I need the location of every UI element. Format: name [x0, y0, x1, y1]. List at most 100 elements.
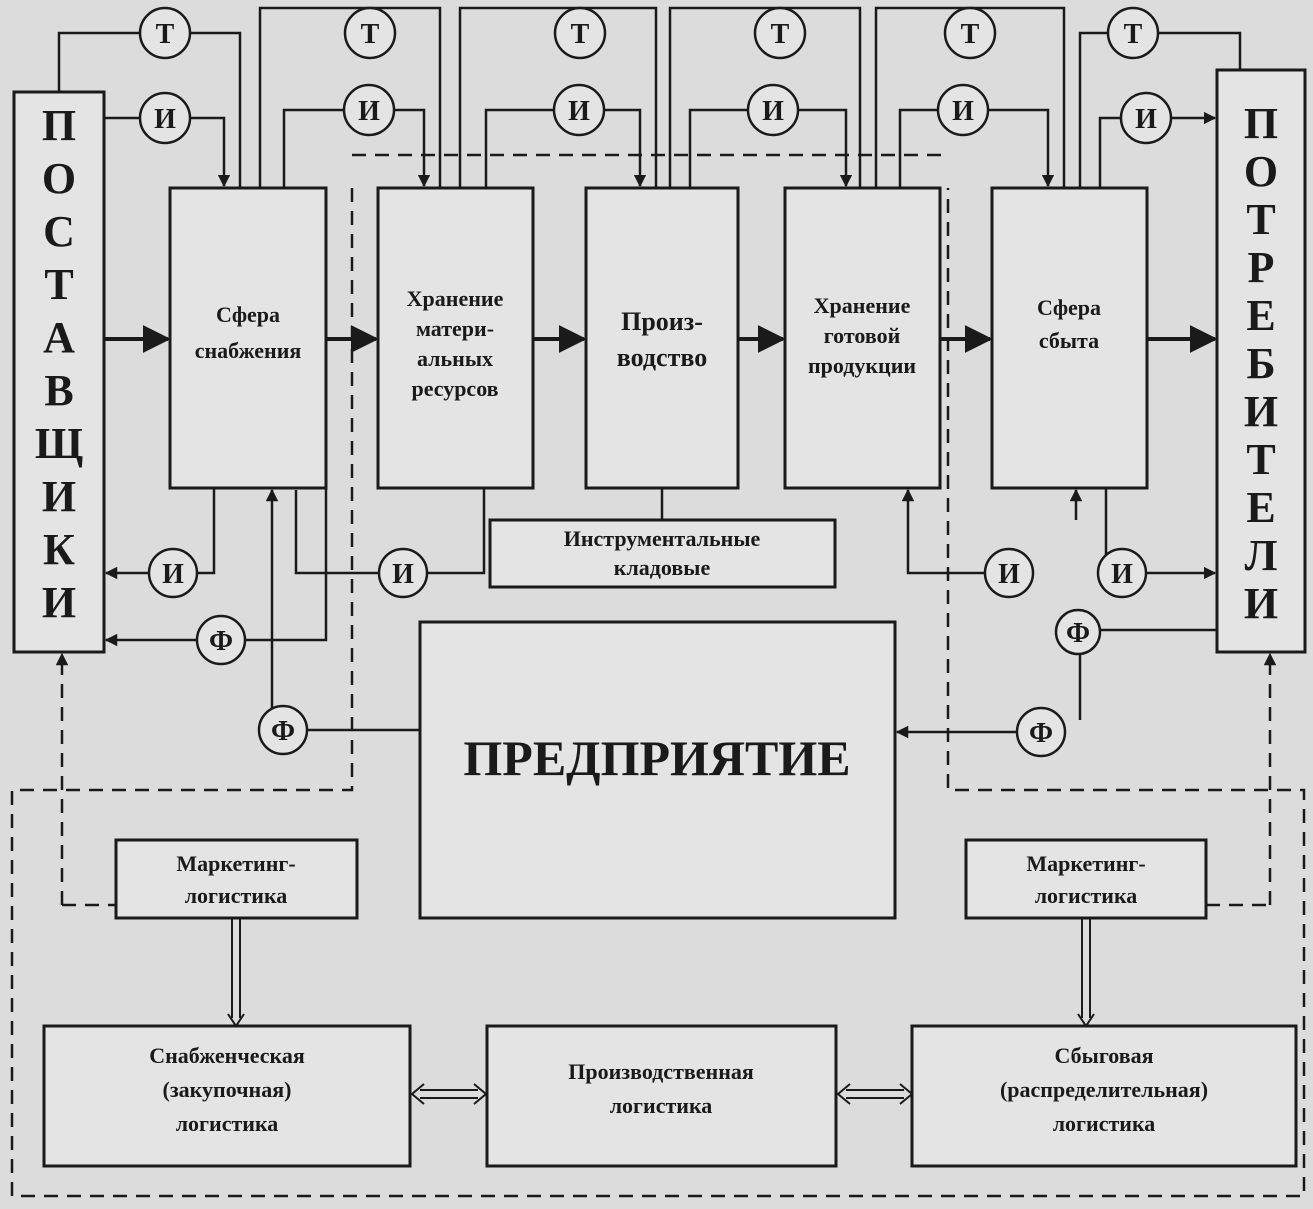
svg-text:И: И — [42, 578, 76, 627]
svg-text:Ф: Ф — [271, 716, 295, 747]
marketing-logistics-right-box — [964, 838, 1208, 920]
svg-text:И: И — [762, 96, 784, 127]
material-storage-label-1: Хранение — [407, 286, 504, 311]
svg-text:Ф: Ф — [1029, 718, 1053, 749]
svg-text:Т: Т — [1246, 435, 1275, 484]
svg-text:Т: Т — [1124, 19, 1143, 50]
svg-text:Т: Т — [571, 19, 590, 50]
material-storage-label-3: альных — [417, 346, 493, 371]
material-storage-box — [376, 186, 535, 490]
procurement-logistics-box — [42, 1024, 412, 1168]
svg-text:Щ: Щ — [35, 419, 83, 468]
material-storage-label-4: ресурсов — [411, 376, 498, 401]
svg-text:В: В — [44, 366, 73, 415]
svg-text:Т: Т — [1246, 195, 1275, 244]
svg-text:Ф: Ф — [1066, 618, 1090, 649]
distribution-logistics-label-2: (распределительная) — [1000, 1077, 1208, 1102]
consumers-label: П О Т Р Е Б И Т Е Л И — [1244, 99, 1278, 628]
supply-sphere-box — [168, 186, 328, 490]
production-label-2: водство — [617, 343, 707, 372]
suppliers-label: П О С Т А В Щ И К И — [35, 101, 83, 627]
finished-storage-label-1: Хранение — [814, 293, 911, 318]
svg-text:И: И — [1244, 387, 1278, 436]
svg-text:И: И — [154, 104, 176, 135]
svg-text:Т: Т — [771, 19, 790, 50]
marketing-logistics-left-label-2: логистика — [185, 883, 288, 908]
svg-text:И: И — [952, 96, 974, 127]
finished-storage-label-2: готовой — [824, 323, 901, 348]
information-node: И — [138, 91, 192, 145]
production-logistics-box — [485, 1024, 838, 1168]
svg-text:О: О — [42, 154, 76, 203]
production-box — [584, 186, 740, 490]
distribution-logistics-label-3: логистика — [1053, 1111, 1156, 1136]
svg-text:Р: Р — [1248, 243, 1275, 292]
svg-text:И: И — [1135, 104, 1157, 135]
tool-storage-label-2: кладовые — [614, 555, 711, 580]
enterprise-box — [418, 620, 897, 920]
svg-text:Т: Т — [156, 19, 175, 50]
procurement-logistics-label-3: логистика — [176, 1111, 279, 1136]
svg-text:А: А — [43, 313, 75, 362]
top-transport-connectors — [57, 6, 1242, 188]
distribution-logistics-box — [910, 1024, 1298, 1168]
svg-text:С: С — [43, 207, 75, 256]
svg-text:И: И — [358, 96, 380, 127]
svg-text:Б: Б — [1246, 339, 1275, 388]
sales-sphere-label-2: сбыта — [1039, 328, 1099, 353]
transport-node: Т — [553, 6, 607, 60]
marketing-logistics-right-label-2: логистика — [1035, 883, 1138, 908]
svg-text:Т: Т — [961, 19, 980, 50]
distribution-logistics-label-1: Сбыговая — [1054, 1043, 1153, 1068]
information-node: И — [552, 83, 606, 137]
transport-node: Т — [1106, 6, 1160, 60]
hollow-arrows — [227, 918, 1095, 1105]
supply-sphere-label-1: Сфера — [216, 302, 280, 327]
transport-node: Т — [138, 6, 192, 60]
tool-storage-label-1: Инструментальные — [564, 526, 761, 551]
information-node: И — [983, 547, 1035, 599]
procurement-logistics-label-2: (закупочная) — [163, 1077, 292, 1102]
production-label-1: Произ- — [621, 307, 703, 336]
svg-text:И: И — [568, 96, 590, 127]
material-storage-label-2: матери- — [416, 316, 494, 341]
finished-storage-label-3: продукции — [808, 353, 916, 378]
svg-text:Т: Т — [361, 19, 380, 50]
svg-text:Л: Л — [1245, 531, 1278, 580]
tool-storage-box — [488, 518, 837, 589]
svg-text:Ф: Ф — [209, 626, 233, 657]
dashed-connectors — [10, 153, 1306, 1198]
svg-text:И: И — [162, 559, 184, 590]
information-node: И — [1119, 91, 1173, 145]
supply-sphere-label-2: снабжения — [195, 338, 302, 363]
marketing-logistics-left-box — [114, 838, 359, 920]
svg-text:И: И — [1111, 559, 1133, 590]
consumers-box — [1215, 68, 1307, 654]
suppliers-box — [12, 90, 106, 654]
marketing-logistics-left-label-1: Маркетинг- — [176, 851, 295, 876]
finance-node: Ф — [195, 614, 247, 666]
information-node: И — [377, 547, 429, 599]
svg-text:К: К — [43, 525, 75, 574]
information-node: И — [936, 83, 990, 137]
svg-text:Е: Е — [1246, 291, 1275, 340]
production-logistics-label-2: логистика — [610, 1093, 713, 1118]
information-node: И — [147, 547, 199, 599]
procurement-logistics-label-1: Снабженческая — [149, 1043, 305, 1068]
information-node: И — [746, 83, 800, 137]
svg-text:И: И — [42, 472, 76, 521]
svg-text:И: И — [392, 559, 414, 590]
svg-text:Т: Т — [44, 260, 73, 309]
transport-node: Т — [343, 6, 397, 60]
transport-node: Т — [753, 6, 807, 60]
svg-text:П: П — [1244, 99, 1278, 148]
svg-text:И: И — [998, 559, 1020, 590]
sales-sphere-label-1: Сфера — [1037, 295, 1101, 320]
information-node: И — [342, 83, 396, 137]
enterprise-label: ПРЕДПРИЯТИЕ — [463, 730, 850, 786]
svg-text:П: П — [42, 101, 76, 150]
production-logistics-label-1: Производственная — [568, 1059, 754, 1084]
svg-text:И: И — [1244, 579, 1278, 628]
finance-node: Ф — [1054, 608, 1102, 656]
